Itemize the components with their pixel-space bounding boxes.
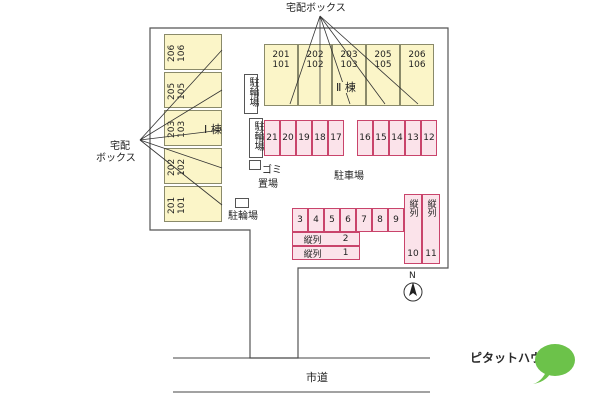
building-2-unit-bottom: 102 [306,60,324,70]
bicycle-parking-3-label: 駐輪場 [228,211,258,222]
building-2-unit-top: 206 [408,50,426,60]
delivery-box-label-left-1: 宅配 [110,141,130,152]
parking-space: 14 [389,120,405,156]
parking-space: 7 [356,208,372,232]
parking-space: 6 [340,208,356,232]
building-2-label: Ⅱ 棟 [336,81,356,94]
bicycle-parking-3-box [235,198,249,208]
building-1-unit: 202 102 [164,148,222,184]
delivery-box-label-left-2: ボックス [96,153,136,164]
north-label: N [409,271,416,281]
garbage-box [249,160,261,170]
parking-vertical-space: 縦列 10 [404,194,422,264]
parking-vertical-space: 縦列 11 [422,194,440,264]
garbage-label-2: 置場 [258,179,278,190]
parking-vertical-label: 縦列 [425,199,436,217]
parking-space: 21 [264,120,280,156]
parking-tandem-space: 縦列 2 [292,232,360,246]
parking-space: 5 [324,208,340,232]
parking-lot-label: 駐車場 [334,171,364,182]
parking-space: 3 [292,208,308,232]
parking-space: 4 [308,208,324,232]
parking-tandem-space: 縦列 1 [292,246,360,260]
parking-space: 9 [388,208,404,232]
parking-space: 8 [372,208,388,232]
building-2-unit-top: 201 [272,50,290,60]
building-2-unit-bottom: 106 [408,60,426,70]
parking-space: 18 [312,120,328,156]
parking-space: 20 [280,120,296,156]
building-1-unit: 203 103 [164,110,222,146]
parking-tandem-number: 2 [342,234,349,244]
parking-space: 19 [296,120,312,156]
building-2-unit-bottom: 105 [374,60,392,70]
parking-vertical-number: 10 [407,249,419,259]
delivery-box-label-top: 宅配ボックス [286,3,346,14]
building-2-unit-top: 202 [306,50,324,60]
parking-vertical-number: 11 [425,249,437,259]
logo-text: ピタットハウス [470,351,555,365]
city-road-label: 市道 [306,371,328,384]
garbage-label-1: ゴミ [262,165,282,176]
building-1-label: Ⅰ 棟 [204,123,222,136]
parking-space: 15 [373,120,389,156]
bicycle-parking-2: 駐輪場 [249,118,263,158]
parking-tandem-number: 1 [342,248,349,258]
building-2-unit-bottom: 101 [272,60,290,70]
parking-space: 12 [421,120,437,156]
building-1-unit: 205 105 [164,72,222,108]
parking-space: 17 [328,120,344,156]
parking-space: 16 [357,120,373,156]
bicycle-parking-1: 駐輪場 [244,74,258,114]
parking-tandem-label: 縦列 [303,249,322,260]
building-1-unit: 206 106 [164,34,222,70]
building-1-unit: 201 101 [164,186,222,222]
parking-tandem-label: 縦列 [303,235,322,246]
parking-space: 13 [405,120,421,156]
building-2-unit-top: 205 [374,50,392,60]
building-2-unit-bottom: 103 [340,60,358,70]
parking-vertical-label: 縦列 [407,199,418,217]
